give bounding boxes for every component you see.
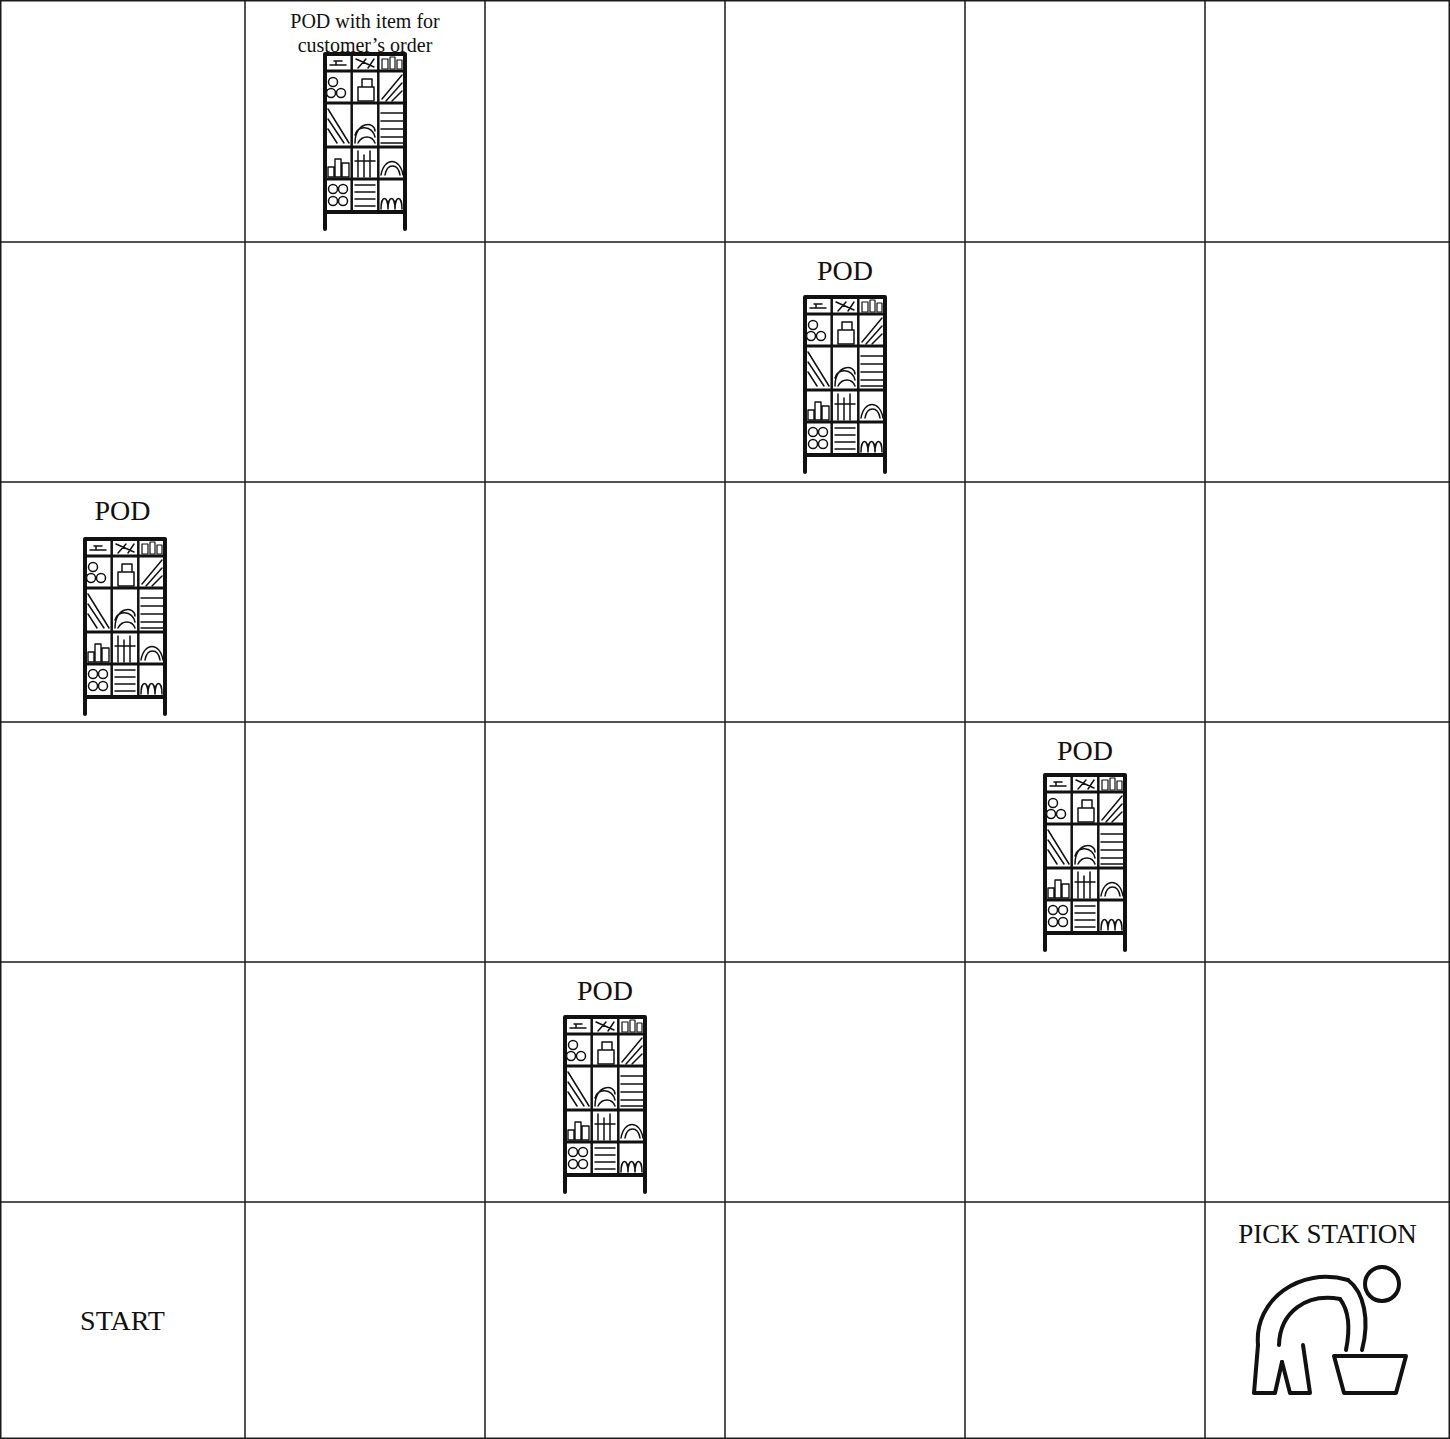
shelf-icon bbox=[1045, 775, 1125, 950]
cell-label: POD bbox=[577, 974, 633, 1008]
start-cell: START bbox=[0, 1202, 245, 1439]
shelf-icon bbox=[325, 54, 405, 229]
shelf-icon bbox=[85, 539, 165, 714]
shelf-icon bbox=[565, 1017, 645, 1192]
pod-shelves bbox=[85, 54, 1125, 1192]
picker-icon bbox=[1254, 1267, 1406, 1393]
pod-cell: POD bbox=[0, 482, 245, 722]
pod-caption: POD with item for customer’s order bbox=[270, 10, 460, 57]
cell-label: START bbox=[80, 1304, 165, 1338]
pod-cell: POD bbox=[725, 242, 965, 482]
cell-label: POD bbox=[1057, 734, 1113, 768]
cell-label: POD bbox=[94, 494, 150, 528]
pick-station-cell: PICK STATION bbox=[1205, 1202, 1450, 1439]
cell-label: POD bbox=[817, 254, 873, 288]
shelf-icon bbox=[805, 297, 885, 472]
pod-cell: POD bbox=[485, 962, 725, 1202]
cell-label: PICK STATION bbox=[1238, 1218, 1417, 1250]
pod-cell: POD bbox=[965, 722, 1205, 962]
target-pod-cell: POD with item for customer’s order bbox=[245, 0, 485, 242]
